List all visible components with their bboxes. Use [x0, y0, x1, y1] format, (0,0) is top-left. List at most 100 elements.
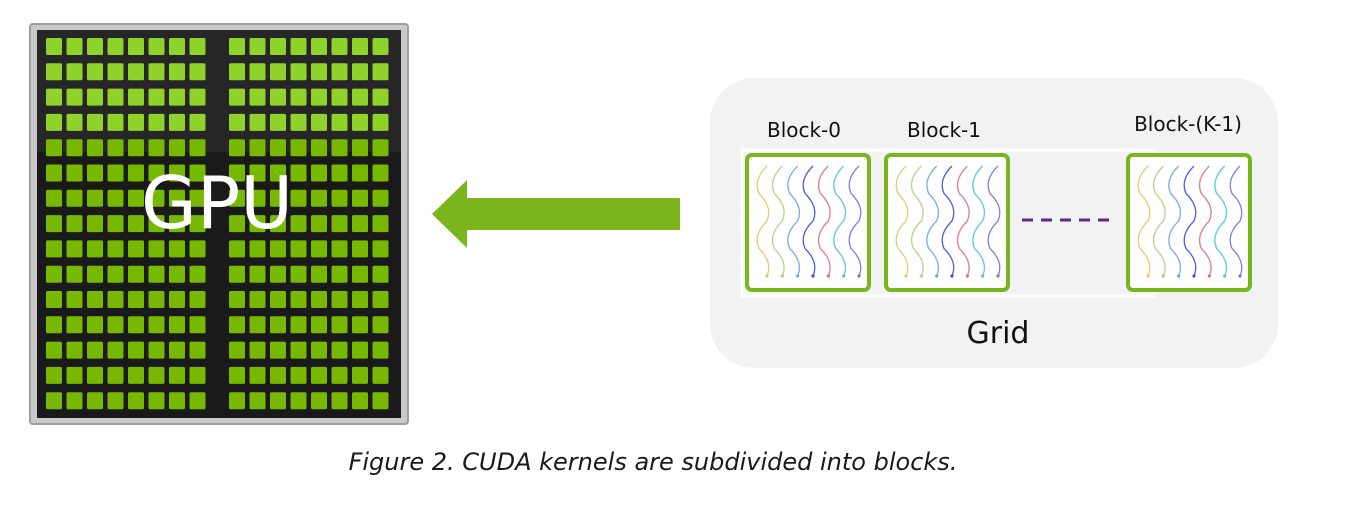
gpu-core	[128, 88, 144, 106]
gpu-core	[189, 392, 206, 410]
gpu-core	[331, 392, 348, 410]
block-0: Block-0	[745, 118, 871, 292]
gpu-core	[148, 366, 165, 384]
gpu-core	[270, 113, 286, 131]
gpu-core	[128, 265, 144, 283]
block-label: Block-1	[907, 118, 981, 142]
gpu-core	[352, 38, 368, 55]
gpu-core	[107, 113, 124, 131]
gpu-core	[311, 240, 327, 258]
gpu-core	[107, 341, 124, 359]
gpu-core	[169, 139, 185, 157]
thread-line	[926, 165, 940, 277]
gpu-core	[87, 164, 103, 182]
gpu-core	[66, 291, 83, 308]
gpu-core	[87, 316, 103, 334]
gpu-core	[249, 189, 266, 207]
gpu-core	[66, 189, 83, 207]
gpu-core	[290, 392, 307, 410]
thread-line	[1168, 165, 1182, 277]
gpu-core	[249, 265, 266, 283]
thread-line	[787, 165, 801, 277]
gpu-core	[229, 392, 245, 410]
gpu-core	[229, 316, 245, 334]
gpu-core	[128, 164, 144, 182]
gpu-core	[189, 316, 206, 334]
gpu-core	[107, 63, 124, 81]
gpu-core	[229, 366, 245, 384]
gpu-core	[311, 291, 327, 308]
gpu-core	[372, 291, 389, 308]
thread-endpoint	[1177, 274, 1181, 278]
grid-panel: Block-0 Block-1 Block-(K-1) Grid	[710, 78, 1278, 368]
gpu-core	[352, 265, 368, 283]
gpu-core	[148, 265, 165, 283]
gpu-core	[249, 38, 266, 55]
thread-endpoint	[981, 274, 985, 278]
gpu-core	[87, 291, 103, 308]
gpu-core	[352, 88, 368, 106]
gpu-core	[46, 341, 62, 359]
gpu-core	[107, 215, 124, 233]
gpu-core	[372, 63, 389, 81]
gpu-core	[148, 392, 165, 410]
gpu-core	[189, 164, 206, 182]
gpu-core	[87, 189, 103, 207]
gpu-core	[46, 240, 62, 258]
gpu-core	[87, 215, 103, 233]
gpu-core	[107, 88, 124, 106]
thread-line	[802, 165, 816, 277]
gpu-core	[169, 63, 185, 81]
thread-endpoint	[1192, 274, 1196, 278]
gpu-core	[249, 164, 266, 182]
thread-line	[987, 165, 1001, 277]
gpu-core	[46, 113, 62, 131]
gpu-core	[46, 139, 62, 157]
gpu-core	[128, 38, 144, 55]
gpu-core	[169, 164, 185, 182]
thread-line	[956, 165, 970, 277]
gpu-core	[372, 38, 389, 55]
gpu-core	[372, 113, 389, 131]
gpu-core	[87, 38, 103, 55]
gpu-core	[290, 113, 307, 131]
gpu-core	[372, 88, 389, 106]
gpu-core	[229, 189, 245, 207]
block-label: Block-0	[767, 118, 841, 142]
gpu-core	[66, 63, 83, 81]
gpu-core	[270, 341, 286, 359]
gpu-core	[46, 316, 62, 334]
gpu-core	[169, 291, 185, 308]
gpu-core	[148, 113, 165, 131]
block-k-minus-1: Block-(K-1)	[1126, 112, 1252, 292]
gpu-core	[189, 88, 206, 106]
thread-line	[941, 165, 955, 277]
gpu-core	[87, 366, 103, 384]
gpu-core	[311, 88, 327, 106]
gpu-core	[331, 38, 348, 55]
gpu-core	[290, 341, 307, 359]
gpu-core	[229, 215, 245, 233]
gpu-core	[66, 316, 83, 334]
gpu-core	[189, 291, 206, 308]
gpu-core	[107, 189, 124, 207]
gpu-core	[331, 215, 348, 233]
gpu-core	[128, 392, 144, 410]
gpu-core	[331, 265, 348, 283]
gpu-core	[290, 139, 307, 157]
gpu-core	[189, 63, 206, 81]
gpu-core	[290, 63, 307, 81]
gpu-core	[229, 63, 245, 81]
gpu-core	[229, 113, 245, 131]
gpu-core	[290, 215, 307, 233]
gpu-core	[128, 113, 144, 131]
gpu-core	[270, 38, 286, 55]
gpu-core	[290, 88, 307, 106]
gpu-core	[107, 139, 124, 157]
gpu-core	[372, 215, 389, 233]
gpu-core	[249, 291, 266, 308]
thread-endpoint	[996, 274, 1000, 278]
thread-line	[817, 165, 831, 277]
gpu-core	[169, 240, 185, 258]
gpu-core	[290, 366, 307, 384]
